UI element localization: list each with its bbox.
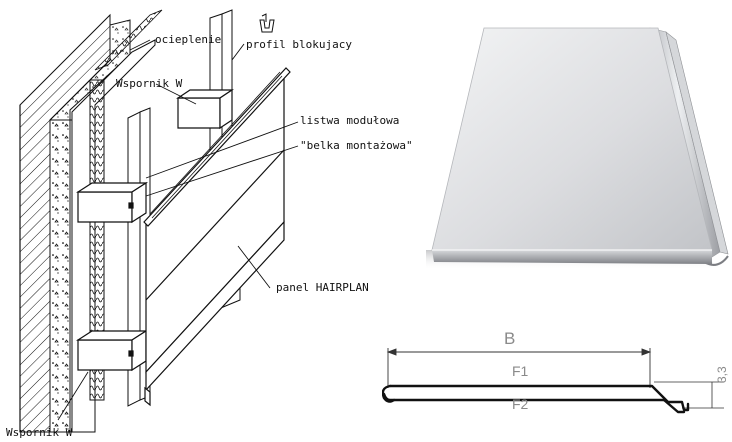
installation-diagram — [19, 9, 299, 433]
dimension-b — [386, 348, 652, 388]
label-mounting-beam: "belka montażowa" — [300, 139, 413, 152]
bracket-w-middle — [75, 181, 149, 224]
leader-lines — [57, 39, 299, 421]
label-face-f2: F2 — [512, 396, 529, 412]
panel-front-edge — [432, 250, 712, 264]
panel-hairplan — [145, 70, 285, 392]
label-face-f1: F1 — [512, 363, 529, 379]
module-rail — [143, 67, 291, 407]
bracket-w-top — [176, 88, 234, 130]
label-panel-hairplan: panel HAIRPLAN — [276, 281, 369, 294]
bracket-w-bottom — [75, 329, 149, 372]
label-dimension-b: B — [504, 329, 516, 348]
label-dimension-height: 3,3 — [715, 366, 729, 383]
wall-concrete — [49, 19, 131, 433]
label-bracket-top: Wspornik W — [116, 77, 183, 90]
label-insulation: ocieplenie — [155, 33, 222, 46]
panel-render — [426, 27, 729, 270]
profile-shape — [382, 384, 690, 414]
label-bracket-bottom: Wspornik W — [6, 426, 73, 439]
label-locking-profile: profil blokujacy — [246, 38, 352, 51]
locking-profile-icon — [259, 13, 275, 33]
label-module-rail: listwa modułowa — [300, 114, 400, 127]
profile-cross-section — [382, 348, 724, 414]
